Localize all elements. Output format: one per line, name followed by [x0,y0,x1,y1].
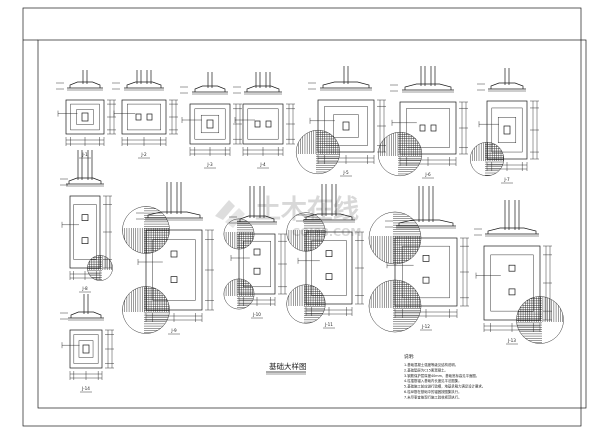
section-view [229,186,277,225]
dimension-lines [230,233,287,306]
hatch-pattern [469,141,505,177]
foundation-detail-j-4: J-4 [233,72,295,169]
section-view [136,182,203,221]
dimension-lines [113,99,178,146]
detail-label: J-14 [81,386,90,391]
plan-view [223,218,276,310]
section-view [60,294,104,321]
foundation-detail-j-7: J-7 [469,68,539,184]
plan-view [368,211,458,333]
section-view [308,66,372,91]
hatch-pattern [295,129,341,175]
note-line: 4.柱插筋锚入基础内长度见平法图集。 [404,378,461,383]
note-line: 6.柱纵筋在基础中的锚固按图集执行。 [404,389,461,394]
foundation-detail-j-14: J-14 [60,294,114,393]
plan-view [69,329,103,369]
dimension-lines [61,195,112,280]
plan-view [121,99,167,135]
hatch-pattern [122,206,170,254]
plan-view [286,212,353,324]
dimension-lines [61,329,114,380]
note-line: 2.基础垫层为C15素混凝土。 [404,367,448,372]
section-view [474,200,539,237]
detail-label: J-11 [324,322,333,327]
note-line: 3.钢筋保护层厚度40mm，基础底标高见平面图。 [404,373,479,378]
hatch-pattern [286,284,326,324]
section-view [233,72,282,95]
foundation-detail-j-1: J-1 [56,70,116,159]
dimension-lines [478,100,539,171]
detail-label: J-8 [81,286,88,291]
detail-label: J-13 [507,338,516,343]
section-view [296,184,355,223]
foundation-detail-j-2: J-2 [112,70,178,159]
dimension-lines [309,99,386,164]
inner-border [37,39,587,409]
foundation-details: J-1 J-2J-3 J-4J-5 J-6J-7J-8J-9 J-10J-11 J-12J… [56,66,564,393]
section-view [56,70,103,91]
detail-label: J-6 [424,172,431,177]
dimension-lines [57,99,116,146]
detail-label: J-4 [259,162,266,167]
plan-view [189,103,231,145]
section-view [390,66,454,93]
sheet-border [22,7,587,427]
detail-label: J-10 [252,312,261,317]
dimension-lines [137,229,214,322]
section-view [60,150,104,187]
detail-label: J-2 [140,152,147,157]
section-view [180,72,228,95]
dimension-lines [475,245,552,332]
notes-heading: 说明: [404,353,415,360]
hatch-pattern [377,131,423,177]
plan-view [65,99,105,135]
hatch-pattern [516,296,564,344]
section-view [385,186,456,229]
plan-view [295,99,375,175]
detail-label: J-9 [170,328,177,333]
hatch-pattern [368,211,422,265]
note-line: 7.未尽事宜按现行施工验收规范执行。 [404,394,461,399]
watermark-url: COI88.COM [292,226,361,239]
hatch-pattern [122,286,170,334]
plan-view [122,206,203,334]
dimension-lines [234,103,295,156]
drawing-title-block: 基础大样图 [266,361,307,375]
foundation-detail-j-8: J-8 [60,150,113,293]
foundation-detail-j-3: J-3 [180,72,242,169]
dimension-lines [181,103,242,156]
plan-view [469,100,528,177]
plan-view [242,103,284,145]
general-notes: 说明: 1.基础混凝土强度等级见结构说明。2.基础垫层为C15素混凝土。3.钢筋… [404,353,485,399]
foundation-detail-j-9: J-9 [122,182,214,335]
foundation-detail-j-12: J-12 [368,186,469,333]
hatch-pattern [368,279,422,333]
plan-view [483,245,564,344]
section-view [477,68,526,92]
foundation-detail-j-11: J-11 [286,184,364,329]
detail-label: J-3 [206,162,213,167]
detail-label: J-7 [503,177,510,182]
watermark-text: 土木在线 [255,195,359,225]
outer-border [22,7,582,427]
dimension-lines [297,231,364,316]
foundation-detail-j-5: J-5 [295,66,386,177]
dimension-lines [386,237,469,318]
dimension-lines [391,101,468,166]
foundation-detail-j-6: J-6 [377,66,468,179]
hatch-pattern [286,212,326,252]
detail-label: J-5 [342,170,349,175]
foundation-detail-j-10: J-10 [223,186,287,319]
detail-label: J-1 [81,152,88,157]
drawing-title: 基础大样图 [269,361,307,371]
foundation-detail-j-13: J-13 [474,200,564,345]
plan-view [377,101,457,177]
note-line: 5.基础施工前应进行验槽，地基承载力满足设计要求。 [404,384,485,389]
detail-label: J-12 [421,324,430,329]
note-line: 1.基础混凝土强度等级见结构说明。 [404,362,458,367]
section-view [112,70,164,91]
